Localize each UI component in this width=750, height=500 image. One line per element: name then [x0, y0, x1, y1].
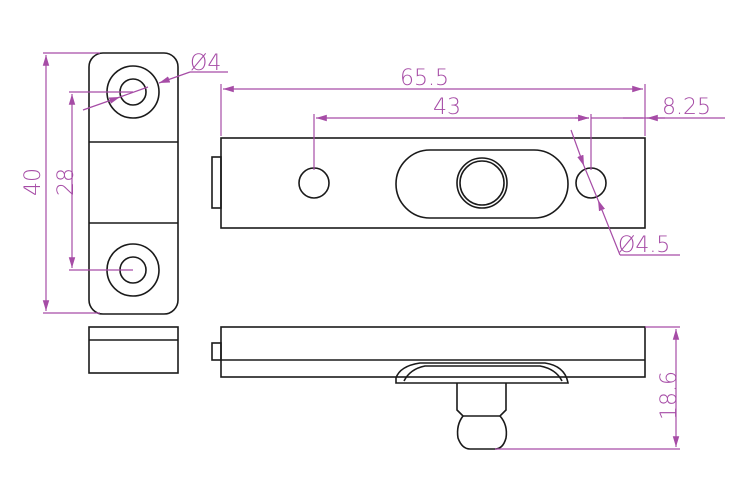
dimension-18-6: 18.6 [495, 326, 682, 450]
bolt-top-view [211, 137, 646, 229]
dimension-label: Ø4 [190, 51, 221, 76]
dimension-label: 8.25 [662, 95, 711, 120]
dimension-65-5: 65.5 [220, 66, 646, 136]
dimension-label: 18.6 [657, 371, 682, 420]
dimension-43: 43 [313, 95, 592, 170]
dimension-28: 28 [54, 91, 133, 271]
dimension-label: 65.5 [400, 66, 449, 91]
bolt-side-view [211, 326, 646, 450]
dimension-8-25: 8.25 [575, 95, 725, 122]
dimension-label: Ø4.5 [618, 233, 670, 258]
dimension-diameter-4: Ø4 [82, 51, 228, 111]
strike-plate-side-view [88, 326, 179, 374]
slot [395, 149, 569, 219]
knob [456, 157, 508, 209]
knob-ball [456, 415, 508, 450]
dimension-diameter-4-5: Ø4.5 [570, 129, 680, 258]
screw-hole-left [298, 167, 330, 199]
dimension-label: 40 [21, 168, 46, 196]
dimension-40: 40 [21, 52, 100, 314]
dimension-label: 28 [54, 168, 79, 196]
dimension-label: 43 [433, 95, 461, 120]
